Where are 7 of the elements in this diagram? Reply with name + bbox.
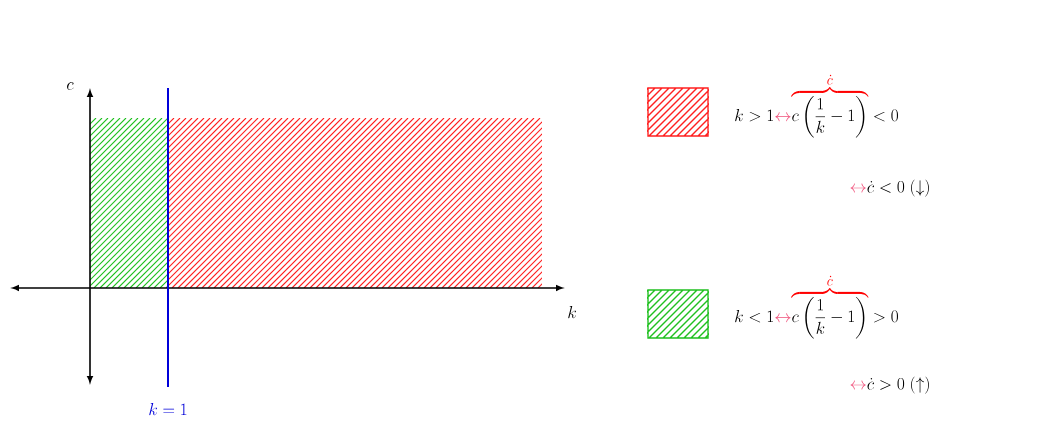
formula: $\textcolor[HTML]{F0507A}{\leftrightarrow}\dot{c} < 0 \;(\downarrow)$ (850, 179, 929, 197)
axis-label: $k$ (568, 306, 576, 319)
axis-label: $c$ (67, 82, 74, 90)
legend-text: $k < 1\textcolor[HTML]{F0507A}{\leftrightarrow}\textcolor{red}{\overbrace{\textcolor{black}{c\left(\dfrac{1}{k}-1\right)}}^{\dot{c}}} > 0$ (735, 275, 898, 339)
legend-text: $k > 1\textcolor[HTML]{F0507A}{\leftrightarrow}\textcolor{red}{\overbrace{\textcolor{black}{c\left(\dfrac{1}{k}-1\right)}}^{\dot{c}}} < 0$ (735, 74, 898, 138)
line-label: $k = 1$ (149, 403, 187, 416)
formula: $\textcolor[HTML]{F0507A}{\leftrightarrow}\dot{c} > 0 \;(\uparrow)$ (850, 376, 929, 394)
